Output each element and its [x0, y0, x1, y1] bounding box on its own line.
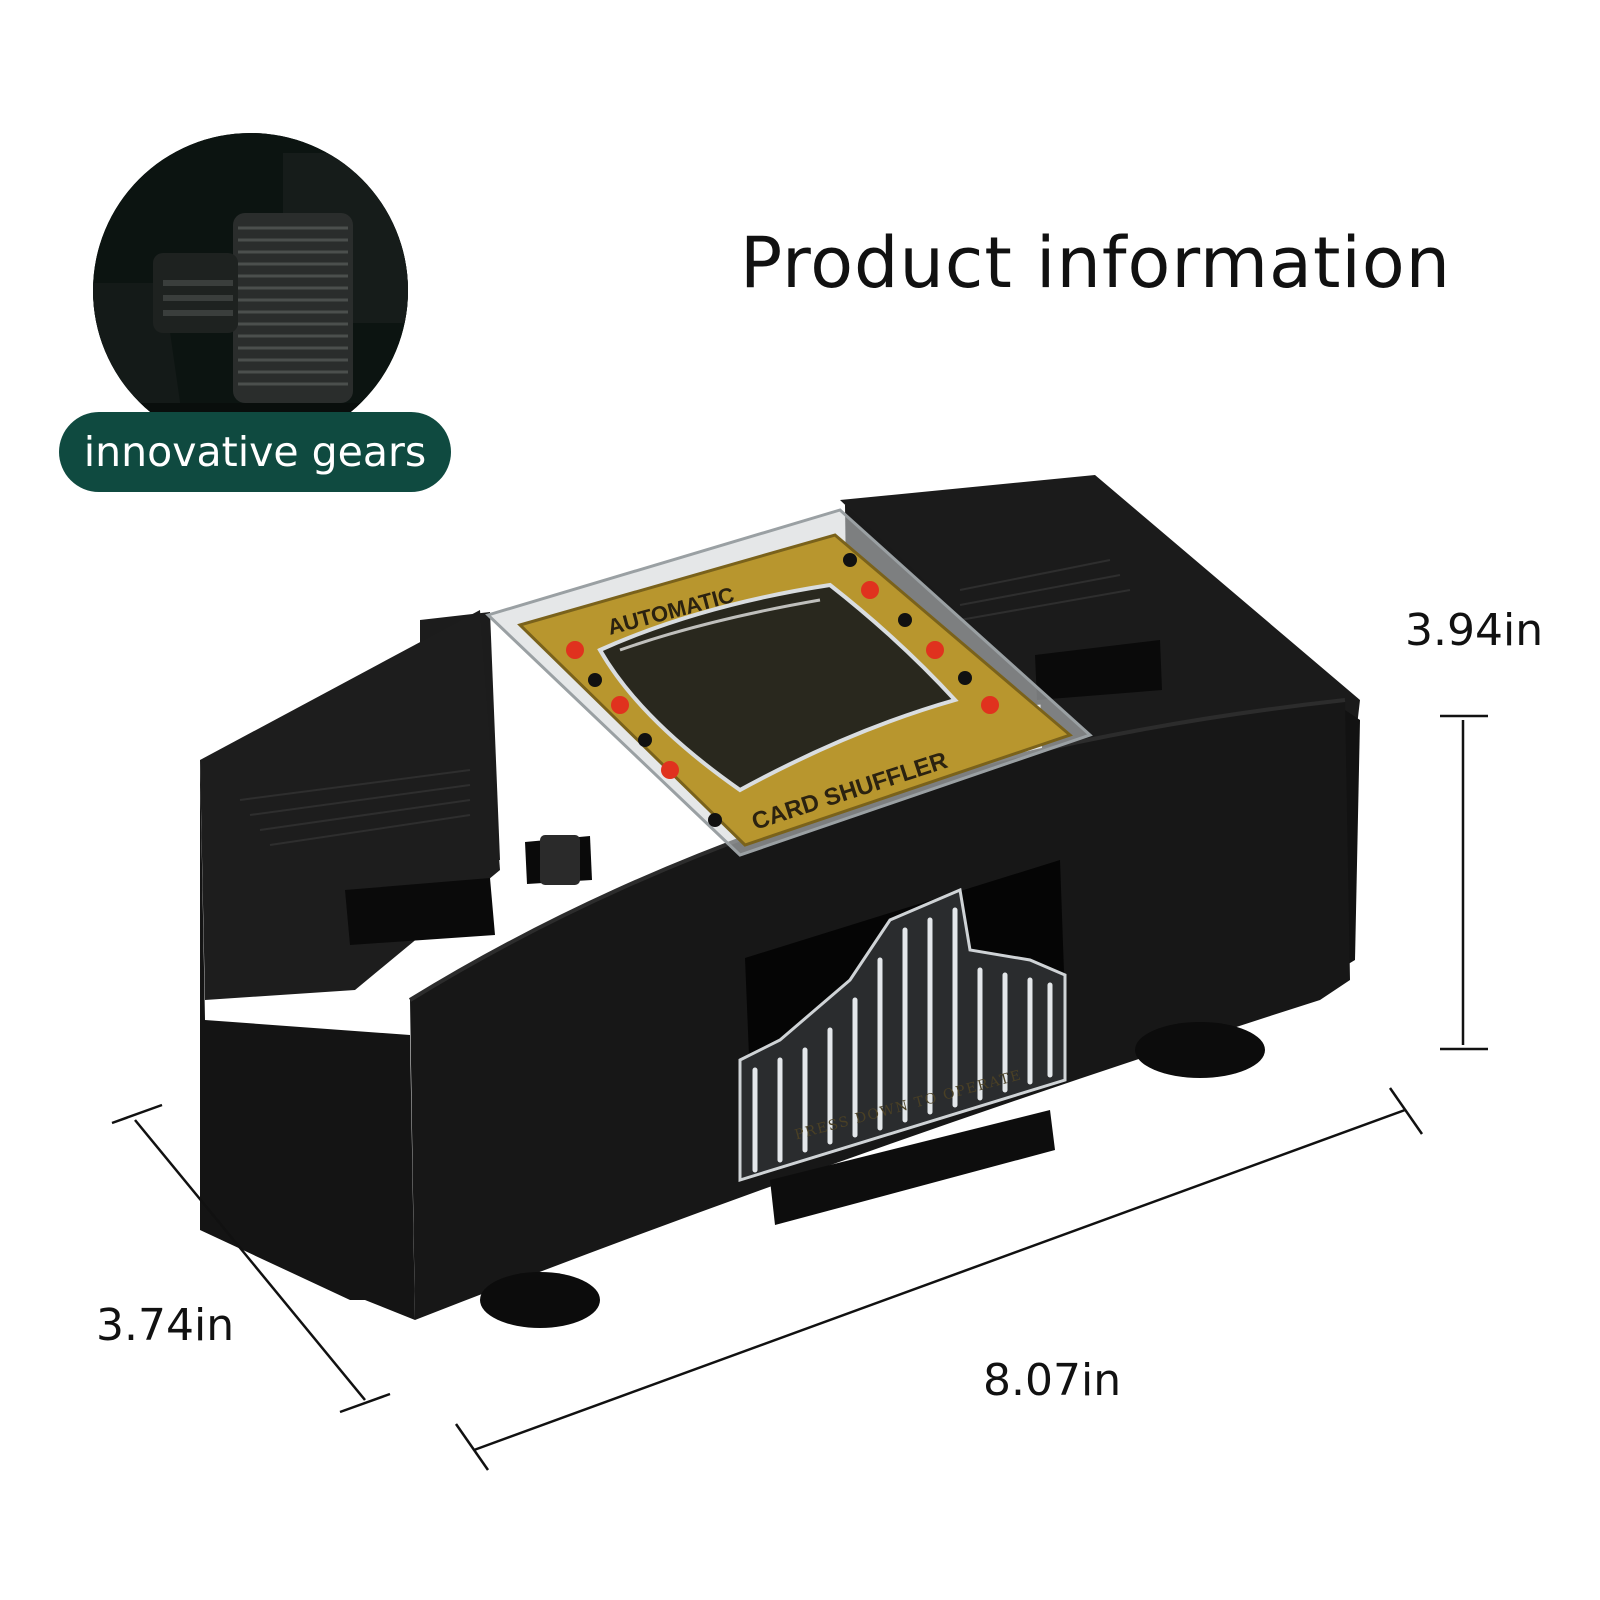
height-dimension: 3.94in [1405, 605, 1544, 656]
feature-badge: innovative gears [59, 412, 451, 492]
depth-dimension: 3.74in [96, 1300, 235, 1351]
page-title: Product information [740, 222, 1452, 304]
width-dimension: 8.07in [983, 1355, 1122, 1406]
gears-closeup-image [93, 133, 408, 448]
gear-icon [93, 133, 408, 448]
